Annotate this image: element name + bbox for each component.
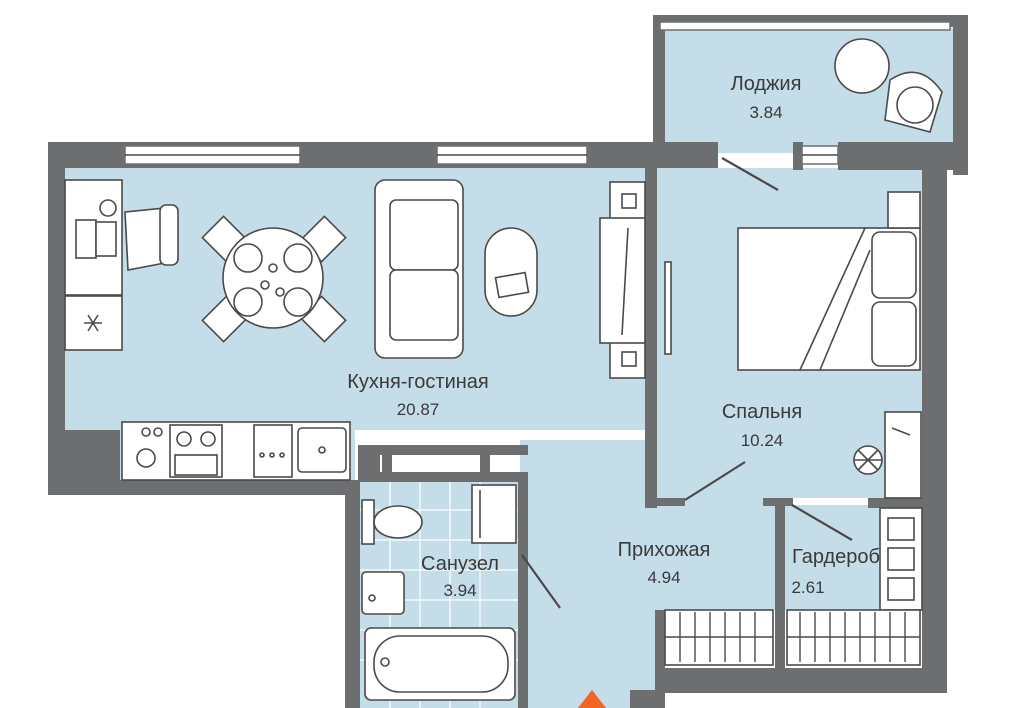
kitchen-furniture bbox=[64, 179, 672, 481]
doors bbox=[521, 157, 853, 609]
laptop bbox=[75, 219, 97, 259]
window-loggia bbox=[659, 21, 951, 31]
bathroom-label: Санузел bbox=[421, 553, 499, 575]
loggia-furniture bbox=[834, 38, 943, 133]
toilet bbox=[373, 505, 423, 539]
room-labels: Лоджия 3.84 Кухня-гостиная 20.87 Спальня… bbox=[347, 73, 880, 600]
wardrobe-label: Гардероб bbox=[792, 546, 880, 568]
dresser bbox=[884, 411, 922, 499]
hallway-floor bbox=[520, 440, 660, 708]
wardrobe-furniture bbox=[664, 507, 923, 666]
hallway-label: Прихожая bbox=[618, 539, 711, 561]
bedroom-label: Спальня bbox=[722, 401, 802, 423]
entrance-arrow-icon bbox=[578, 690, 606, 708]
bathroom-furniture bbox=[361, 484, 517, 701]
loggia-table bbox=[834, 38, 890, 94]
loggia-area: 3.84 bbox=[749, 103, 782, 122]
loggia-label: Лоджия bbox=[731, 73, 802, 95]
washing-machine bbox=[471, 484, 517, 544]
dining-table bbox=[201, 215, 347, 343]
wardrobe-area: 2.61 bbox=[791, 578, 824, 597]
bedroom-area: 10.24 bbox=[741, 431, 784, 450]
sink bbox=[361, 571, 405, 615]
walls bbox=[48, 15, 968, 708]
bathroom-area: 3.94 bbox=[443, 581, 476, 600]
toilet-tank bbox=[361, 499, 375, 545]
sofa bbox=[374, 179, 464, 359]
snowflake-icon bbox=[84, 314, 102, 332]
coffee-table bbox=[484, 227, 538, 317]
tv-unit bbox=[599, 181, 672, 379]
bedroom-furniture bbox=[737, 191, 922, 499]
kitchen-living-label: Кухня-гостиная bbox=[347, 371, 489, 393]
nightstand-top bbox=[887, 191, 921, 229]
hallway-floor-right bbox=[655, 498, 775, 610]
hallway-area: 4.94 bbox=[647, 568, 680, 587]
windows bbox=[124, 21, 951, 165]
kitchen-living-area: 20.87 bbox=[397, 400, 440, 419]
dishwasher bbox=[253, 424, 293, 478]
